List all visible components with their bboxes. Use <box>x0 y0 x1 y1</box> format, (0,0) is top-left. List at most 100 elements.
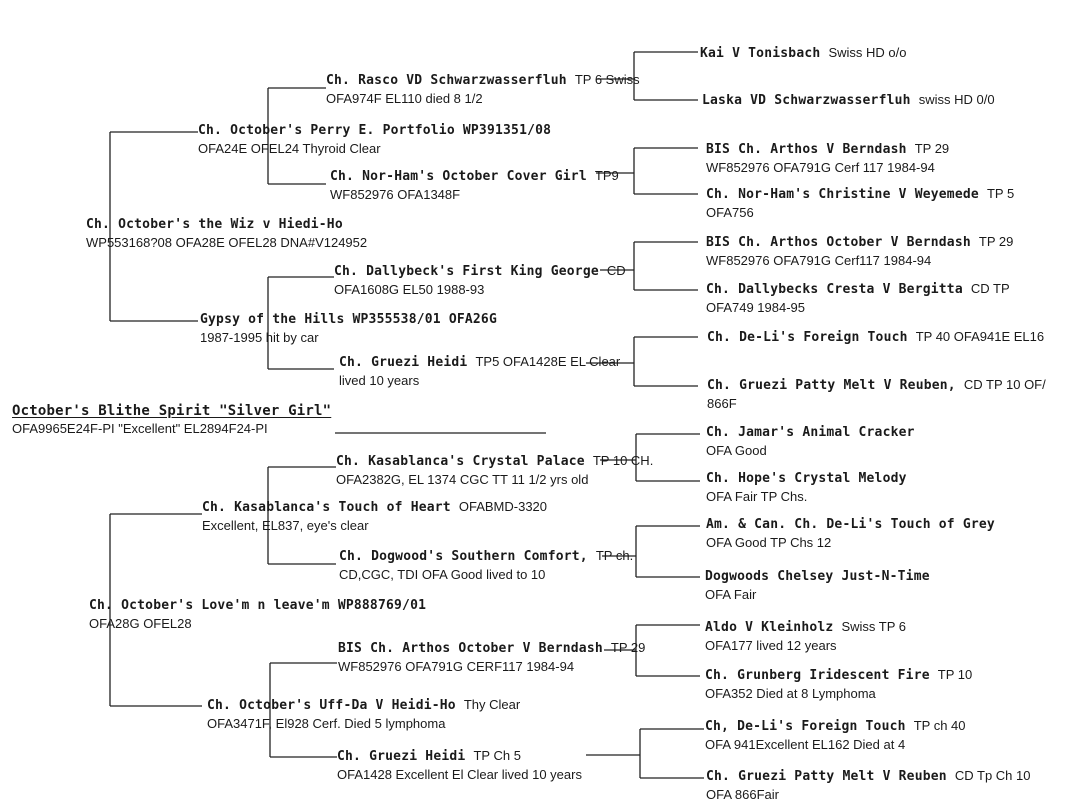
ancestor-name: BIS Ch. Arthos October V Berndash TP 29 <box>706 233 1071 252</box>
ancestor-details: WP553168?08 OFA28E OFEL28 DNA#V124952 <box>86 235 368 250</box>
ancestor-name-text: Ch. Gruezi Heidi <box>337 749 466 764</box>
ancestor-title-suffix: CD TP <box>970 281 1010 296</box>
ancestor-details: Excellent, EL837, eye's clear <box>202 518 369 533</box>
ancestor-name: October's Blithe Spirit "Silver Girl" <box>12 402 331 420</box>
ancestor-details: OFA Good <box>706 443 767 458</box>
ancestor-title-suffix: TP 29 <box>978 234 1014 249</box>
ancestor-g3-ancestor-15: Ch. Gruezi Patty Melt V Reuben CD Tp Ch … <box>706 767 1071 804</box>
ancestor-details: OFA974F EL110 died 8 1/2 <box>326 91 483 106</box>
ancestor-name: Ch. Nor-Ham's October Cover Girl TP9 <box>330 167 619 186</box>
ancestor-details: WF852976 OFA791G Cerf 117 1984-94 <box>706 160 935 175</box>
ancestor-details: OFA Good TP Chs 12 <box>706 535 832 550</box>
ancestor-details: 866F <box>707 396 737 411</box>
ancestor-name-text: BIS Ch. Arthos V Berndash <box>706 142 907 157</box>
ancestor-name-text: Kai V Tonisbach <box>700 46 821 61</box>
ancestor-details: lived 10 years <box>339 373 420 388</box>
ancestor-details: OFA1428 Excellent El Clear lived 10 year… <box>337 767 582 782</box>
ancestor-details: OFA3471F, El928 Cerf. Died 5 lymphoma <box>207 716 446 731</box>
ancestor-name-text: Ch. October's the Wiz v Hiedi-Ho <box>86 217 343 232</box>
ancestor-title-suffix: Thy Clear <box>463 697 521 712</box>
ancestor-details: OFA9965E24F-PI "Excellent" EL2894F24-PI <box>12 421 268 436</box>
ancestor-name: BIS Ch. Arthos October V Berndash TP 29 <box>338 639 645 658</box>
ancestor-name: Ch. Dogwood's Southern Comfort, TP ch. <box>339 547 633 566</box>
ancestor-details: OFA352 Died at 8 Lymphoma <box>705 686 876 701</box>
ancestor-title-suffix: TP 29 <box>914 141 950 156</box>
ancestor-name: Ch, De-Li's Foreign Touch TP ch 40 <box>705 717 1071 736</box>
ancestor-details: WF852976 OFA1348F <box>330 187 461 202</box>
ancestor-details: WF852976 OFA791G CERF117 1984-94 <box>338 659 575 674</box>
ancestor-name-text: Ch. Hope's Crystal Melody <box>706 471 907 486</box>
ancestor-name-text: Ch. Nor-Ham's Christine V Weyemede <box>706 187 979 202</box>
ancestor-name-text: Ch. Rasco VD Schwarzwasserfluh <box>326 73 567 88</box>
ancestor-details: CD,CGC, TDI OFA Good lived to 10 <box>339 567 546 582</box>
ancestor-details: OFA28G OFEL28 <box>89 616 192 631</box>
ancestor-details: OFA177 lived 12 years <box>705 638 837 653</box>
ancestor-title-suffix: Swiss HD o/o <box>828 45 907 60</box>
ancestor-subject: October's Blithe Spirit "Silver Girl"OFA… <box>12 402 331 438</box>
ancestor-dam: Ch. October's Love'm n leave'm WP888769/… <box>89 597 426 633</box>
ancestor-name-text: Ch. Gruezi Patty Melt V Reuben, <box>707 378 956 393</box>
ancestor-details: OFA Fair <box>705 587 757 602</box>
ancestor-name: Ch. Rasco VD Schwarzwasserfluh TP 6 Swis… <box>326 71 640 90</box>
ancestor-title-suffix: TP 10 <box>937 667 973 682</box>
ancestor-name-text: BIS Ch. Arthos October V Berndash <box>338 641 603 656</box>
ancestor-name-text: Dogwoods Chelsey Just-N-Time <box>705 569 930 584</box>
ancestor-name-text: Ch. Kasablanca's Touch of Heart <box>202 500 451 515</box>
ancestor-details: WF852976 OFA791G Cerf117 1984-94 <box>706 253 932 268</box>
ancestor-name: Aldo V Kleinholz Swiss TP 6 <box>705 618 1071 637</box>
ancestor-title-suffix: TP5 OFA1428E EL Clear <box>475 354 621 369</box>
ancestor-name: Ch. October's Perry E. Portfolio WP39135… <box>198 122 551 140</box>
ancestor-name-text: Ch. Gruezi Heidi <box>339 355 468 370</box>
ancestor-grandparent-0: Ch. October's Perry E. Portfolio WP39135… <box>198 122 551 158</box>
ancestor-name: Ch. Gruezi Heidi TP5 OFA1428E EL Clear <box>339 353 620 372</box>
ancestor-name-text: Ch, De-Li's Foreign Touch <box>705 719 906 734</box>
ancestor-name-text: BIS Ch. Arthos October V Berndash <box>706 235 971 250</box>
ancestor-name: Dogwoods Chelsey Just-N-Time <box>705 568 1071 586</box>
ancestor-name-text: Ch. October's Perry E. Portfolio WP39135… <box>198 123 552 138</box>
ancestor-name-text: Ch. Dallybecks Cresta V Bergitta <box>706 282 963 297</box>
ancestor-title-suffix: OFABMD-3320 <box>458 499 548 514</box>
ancestor-name: Ch. Gruezi Patty Melt V Reuben, CD TP 10… <box>707 376 1071 395</box>
ancestor-name-text: Gypsy of the Hills WP355538/01 OFA26G <box>200 312 497 327</box>
ancestor-name-text: Ch. Jamar's Animal Cracker <box>706 425 915 440</box>
ancestor-great-grandparent-0: Ch. Rasco VD Schwarzwasserfluh TP 6 Swis… <box>326 71 640 108</box>
ancestor-name: Ch. Dallybeck's First King George CD <box>334 262 626 281</box>
ancestor-title-suffix: CD TP 10 OF/ <box>963 377 1046 392</box>
ancestor-name-text: Ch. Dallybeck's First King George <box>334 264 599 279</box>
ancestor-name: Ch. October's Uff-Da V Heidi-Ho Thy Clea… <box>207 696 520 715</box>
ancestor-name-text: Ch. De-Li's Foreign Touch <box>707 330 908 345</box>
ancestor-grandparent-3: Ch. October's Uff-Da V Heidi-Ho Thy Clea… <box>207 696 520 733</box>
ancestor-title-suffix: CD Tp Ch 10 <box>954 768 1031 783</box>
ancestor-name-text: Ch. Nor-Ham's October Cover Girl <box>330 169 587 184</box>
ancestor-great-grandparent-4: Ch. Kasablanca's Crystal Palace TP 10 CH… <box>336 452 653 489</box>
ancestor-details: OFA24E OFEL24 Thyroid Clear <box>198 141 381 156</box>
ancestor-name: Am. & Can. Ch. De-Li's Touch of Grey <box>706 516 1071 534</box>
ancestor-title-suffix: TP ch 40 <box>913 718 966 733</box>
ancestor-name-text: Laska VD Schwarzwasserfluh <box>702 93 911 108</box>
ancestor-name-text: Ch. October's Uff-Da V Heidi-Ho <box>207 698 456 713</box>
ancestor-title-suffix: TP 5 <box>986 186 1015 201</box>
ancestor-title-suffix: swiss HD 0/0 <box>918 92 995 107</box>
ancestor-name-text: Ch. Dogwood's Southern Comfort, <box>339 549 588 564</box>
ancestor-title-suffix: TP 29 <box>610 640 646 655</box>
ancestor-details: OFA1608G EL50 1988-93 <box>334 282 485 297</box>
ancestor-name: Ch. Nor-Ham's Christine V Weyemede TP 5 <box>706 185 1071 204</box>
ancestor-grandparent-2: Ch. Kasablanca's Touch of Heart OFABMD-3… <box>202 498 547 535</box>
ancestor-name: Ch. Dallybecks Cresta V Bergitta CD TP <box>706 280 1071 299</box>
ancestor-title-suffix: TP ch. <box>595 548 634 563</box>
ancestor-title-suffix: CD <box>606 263 626 278</box>
ancestor-g3-ancestor-1: Laska VD Schwarzwasserfluh swiss HD 0/0 <box>702 91 1071 110</box>
